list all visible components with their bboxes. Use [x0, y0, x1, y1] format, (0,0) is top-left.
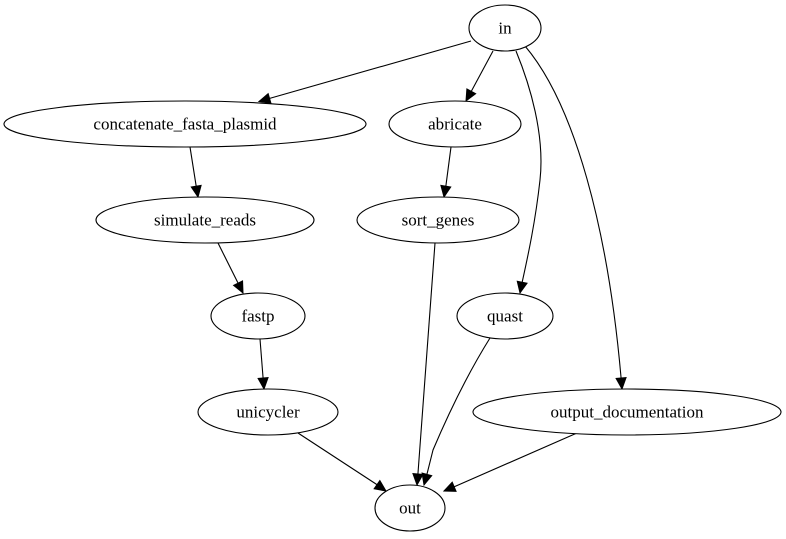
arrowhead [442, 481, 457, 492]
node-label: out [399, 499, 421, 518]
edge-quast-to-out [421, 337, 491, 487]
node-ellipse [374, 484, 446, 532]
edges-layer [189, 40, 627, 492]
node-label: output_documentation [551, 403, 704, 422]
arrowhead [440, 184, 452, 199]
edge-abricate-to-sort_genes [440, 146, 452, 199]
edge-line [443, 432, 578, 492]
node-ellipse [95, 196, 315, 244]
node-label: quast [487, 307, 523, 326]
node-unicycler: unicycler [197, 388, 339, 436]
node-ellipse [388, 100, 522, 148]
edge-simulate_reads-to-fastp [217, 242, 244, 295]
node-ellipse [456, 292, 554, 340]
node-ellipse [468, 4, 542, 52]
node-concatenate-fasta-plasmid: concatenate_fasta_plasmid [3, 100, 367, 148]
arrowhead [190, 184, 202, 199]
node-label: simulate_reads [154, 211, 256, 230]
arrowhead [615, 377, 627, 391]
nodes-layer: in concatenate_fasta_plasmid abricate simul… [3, 4, 782, 532]
node-label: sort_genes [402, 211, 475, 230]
node-label: abricate [428, 115, 482, 134]
edge-fastp-to-unicycler [257, 338, 269, 391]
arrowhead [232, 280, 244, 295]
edge-in-to-output_documentation [524, 45, 627, 391]
arrowhead [412, 473, 424, 487]
node-fastp: fastp [210, 292, 306, 340]
node-sort-genes: sort_genes [356, 196, 520, 244]
arrowhead [421, 472, 433, 487]
node-label: concatenate_fasta_plasmid [93, 115, 277, 134]
edge-line [423, 337, 491, 486]
node-output-documentation: output_documentation [472, 388, 782, 436]
arrowhead [373, 479, 387, 492]
edge-in-to-concatenate_fasta_plasmid [257, 40, 472, 104]
node-ellipse [210, 292, 306, 340]
edge-line [416, 242, 436, 486]
node-abricate: abricate [388, 100, 522, 148]
node-simulate-reads: simulate_reads [95, 196, 315, 244]
node-quast: quast [456, 292, 554, 340]
edge-in-to-abricate [465, 50, 494, 103]
arrowhead [257, 377, 269, 391]
arrowhead [516, 280, 528, 295]
edge-line [524, 45, 623, 390]
node-in: in [468, 4, 542, 52]
node-ellipse [356, 196, 520, 244]
edge-concatenate_fasta_plasmid-to-simulate_reads [189, 146, 202, 199]
arrowhead [465, 88, 477, 103]
node-label: in [498, 19, 512, 38]
node-ellipse [472, 388, 782, 436]
edge-line [297, 432, 387, 492]
node-ellipse [3, 100, 367, 148]
edge-line [515, 50, 542, 294]
node-label: unicycler [236, 403, 300, 422]
node-ellipse [197, 388, 339, 436]
edge-output_documentation-to-out [442, 432, 578, 492]
edge-line [258, 40, 472, 103]
node-out: out [374, 484, 446, 532]
edge-sort_genes-to-out [412, 242, 436, 487]
arrowhead [257, 92, 272, 104]
node-label: fastp [241, 307, 274, 326]
edge-in-to-quast [515, 50, 542, 295]
edge-unicycler-to-out [297, 432, 387, 492]
